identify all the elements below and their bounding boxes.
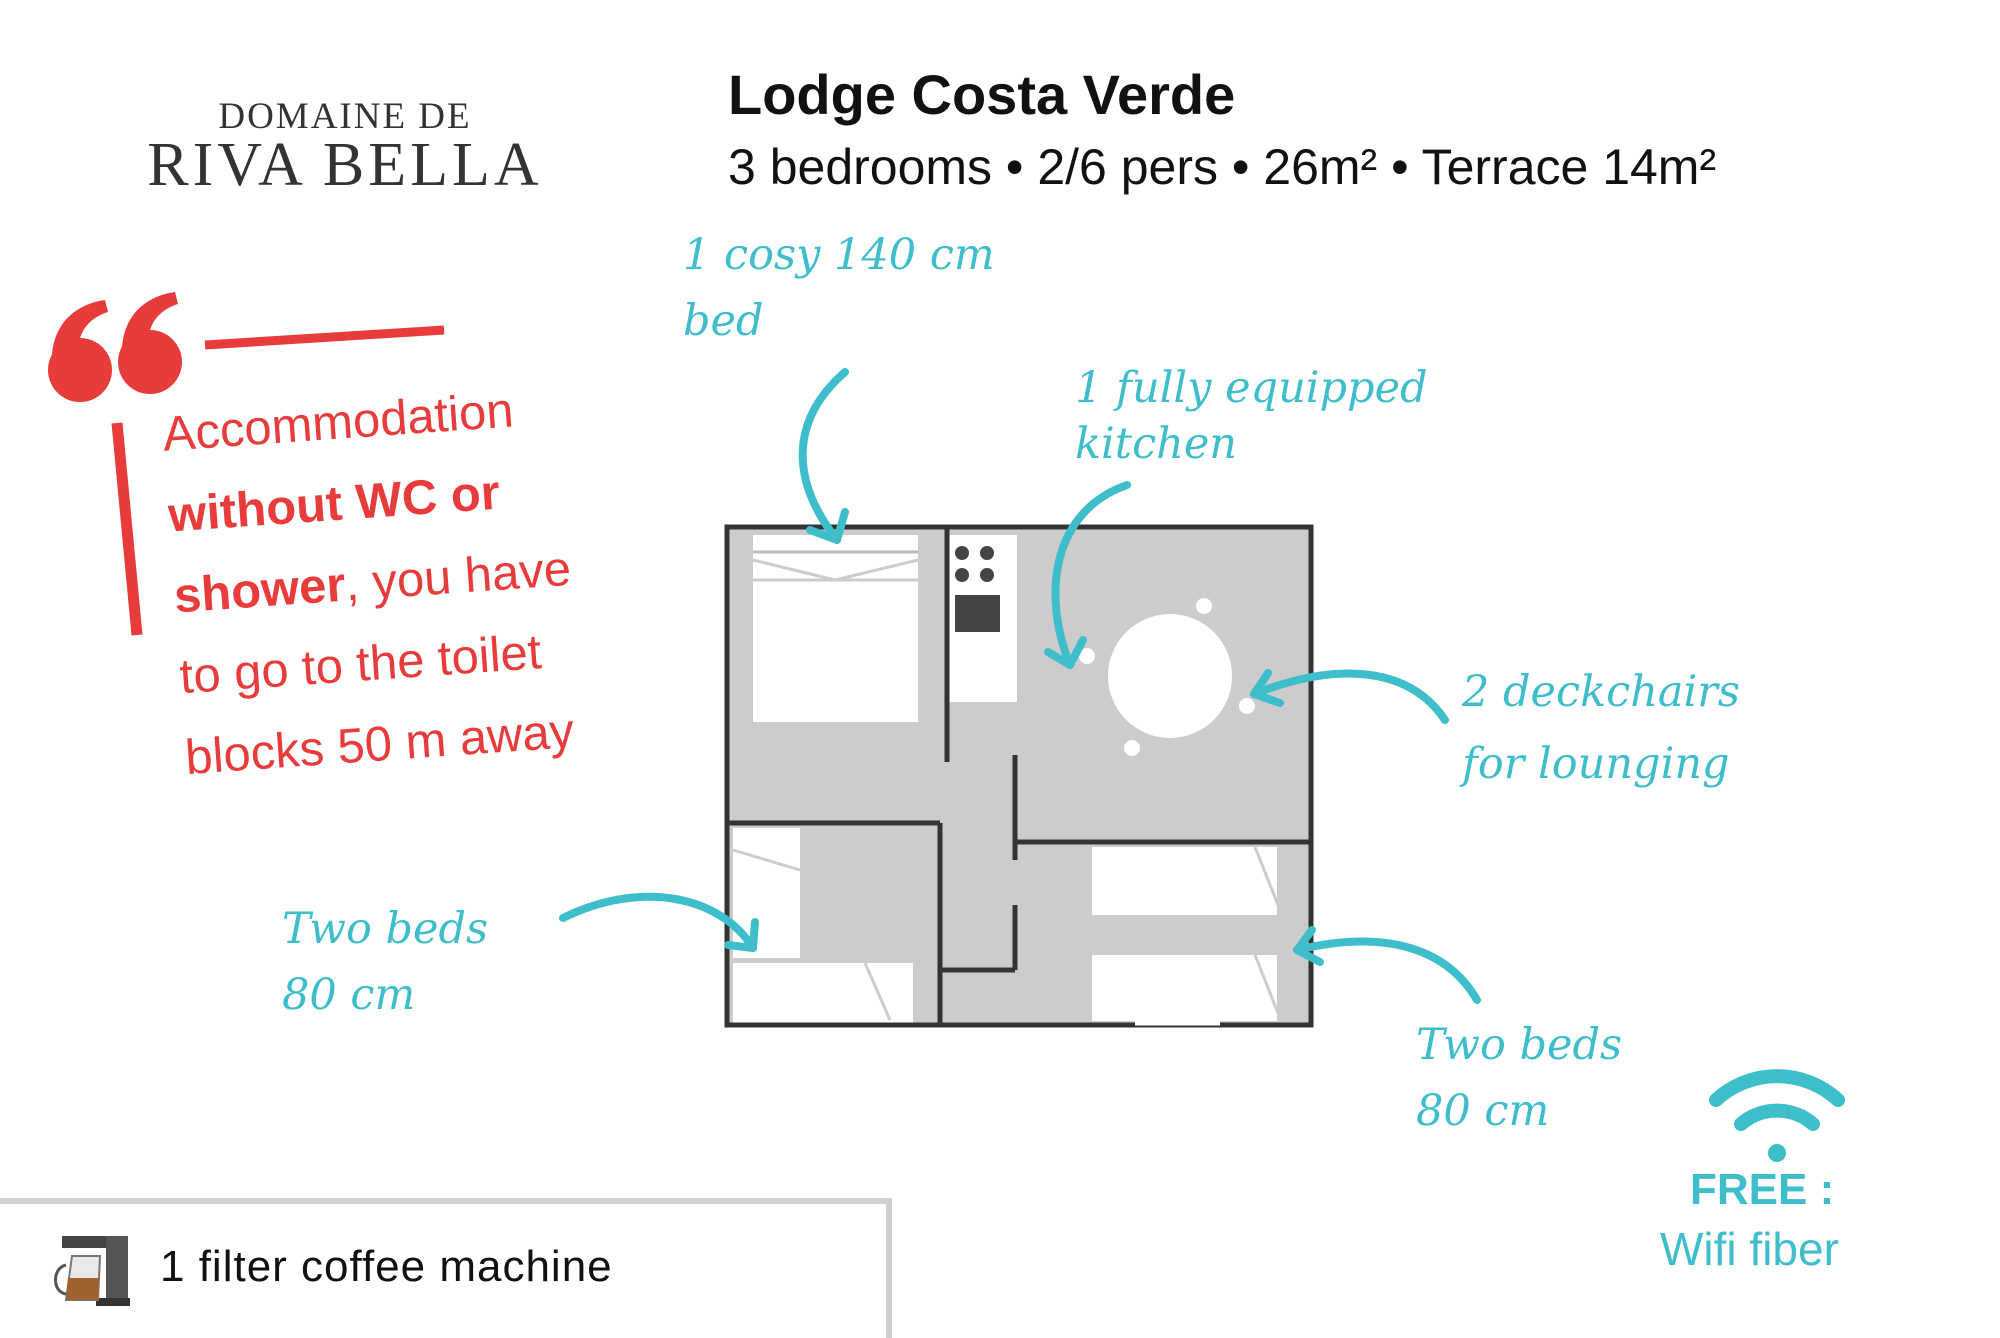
coffee-feature-box (0, 1198, 892, 1338)
page-subtitle: 3 bedrooms • 2/6 pers • 26m² • Terrace 1… (728, 139, 1717, 195)
annotation-bed140-line1: 1 cosy 140 cm (683, 230, 995, 280)
wifi-fiber-label: Wifi fiber (1660, 1223, 1839, 1275)
annotation-deckchairs-line2: for lounging (1462, 739, 1730, 789)
page-title: Lodge Costa Verde (728, 63, 1236, 126)
warning-line-3: , you have (343, 541, 573, 612)
annotation-twobeds-right-line2: 80 cm (1416, 1086, 1550, 1136)
arrow-icon (1293, 926, 1481, 1004)
warning-bold-2: shower (172, 557, 348, 624)
annotation-kitchen: 1 fully equipped kitchen (1075, 360, 1428, 472)
logo-main-line: RIVA BELLA (147, 131, 543, 199)
annotation-twobeds-left-line1: Two beds (282, 904, 489, 954)
annotation-deckchairs-line1: 2 deckchairs (1462, 667, 1740, 717)
arrow-icon (798, 368, 849, 544)
wifi-free-label: FREE : (1690, 1165, 1835, 1214)
quote-side-rule (111, 422, 143, 636)
floor-plan (724, 524, 1314, 1028)
arrow-icon (559, 892, 759, 952)
quote-mark-icon (48, 292, 182, 402)
annotation-deckchairs: 2 deckchairs for lounging (1462, 656, 1740, 800)
coffee-machine-icon (54, 1236, 130, 1306)
warning-line-5: blocks 50 m away (183, 704, 576, 786)
annotation-kitchen-line1: 1 fully equipped (1075, 363, 1428, 413)
annotation-twobeds-right-line1: Two beds (1416, 1020, 1623, 1070)
annotation-bed140-line2: bed (683, 296, 764, 346)
arrow-icon (1044, 481, 1131, 669)
quote-top-rule (204, 325, 445, 350)
annotation-bed140: 1 cosy 140 cm bed (683, 222, 995, 354)
wifi-icon (1709, 1069, 1845, 1162)
arrow-icon (1250, 669, 1449, 724)
warning-bold-1: without WC or (166, 465, 502, 543)
warning-line-1: Accommodation (160, 383, 516, 462)
no-wc-warning: Accommodation without WC or shower, you … (160, 359, 707, 799)
annotation-twobeds-left: Two beds 80 cm (282, 896, 488, 1028)
annotation-twobeds-left-line2: 80 cm (282, 970, 416, 1020)
logo-top-line: DOMAINE DE (218, 96, 472, 137)
warning-line-4: to go to the toilet (177, 625, 544, 705)
coffee-machine-label: 1 filter coffee machine (160, 1242, 613, 1291)
annotation-kitchen-line2: kitchen (1075, 419, 1238, 469)
annotation-twobeds-right: Two beds 80 cm (1416, 1012, 1622, 1144)
